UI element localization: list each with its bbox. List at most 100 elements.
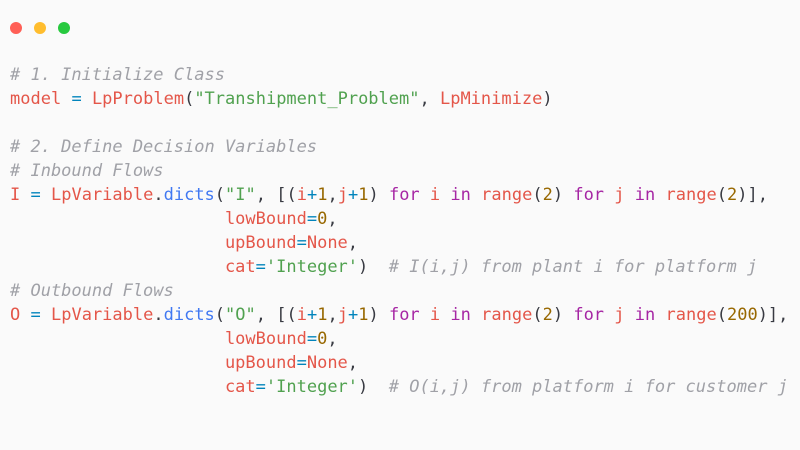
code-punctuation: ( [184, 89, 195, 109]
code-punctuation [10, 353, 225, 373]
code-punctuation: )], [757, 305, 789, 325]
code-line [10, 111, 788, 135]
code-punctuation: , [( [255, 305, 297, 325]
code-punctuation: ) [358, 377, 389, 397]
code-line: # 2. Define Decision Variables [10, 135, 788, 159]
code-number: 200 [726, 305, 758, 325]
code-punctuation [20, 185, 30, 205]
code-identifier: j [337, 185, 348, 205]
code-operator: = [255, 377, 266, 397]
code-punctuation: ) [542, 89, 553, 109]
code-number: 0 [317, 209, 328, 229]
code-punctuation: , [( [255, 185, 297, 205]
code-identifier: O [10, 305, 21, 325]
code-operator: + [347, 305, 359, 325]
code-line: upBound=None, [10, 351, 788, 375]
code-identifier: range [481, 185, 533, 205]
code-line: I = LpVariable.dicts("I", [(i+1,j+1) for… [10, 183, 788, 207]
code-punctuation: ) [552, 185, 574, 205]
code-identifier: LpProblem [91, 89, 185, 109]
code-keyword: in [634, 185, 656, 205]
code-punctuation [61, 89, 71, 109]
code-identifier: j [614, 185, 625, 205]
code-punctuation [41, 305, 51, 325]
code-line: lowBound=0, [10, 207, 788, 231]
code-comment: # 2. Define Decision Variables [10, 137, 318, 157]
code-punctuation: ( [532, 185, 543, 205]
code-keyword: for [388, 185, 420, 205]
code-identifier: None [306, 233, 348, 253]
code-comment: # 1. Initialize Class [10, 65, 225, 85]
code-function: dicts [163, 185, 215, 205]
code-keyword: in [450, 185, 471, 205]
code-number: 2 [542, 185, 553, 205]
code-operator: + [306, 185, 318, 205]
code-function: dicts [163, 305, 215, 325]
code-punctuation: )], [737, 185, 768, 205]
code-identifier: cat [224, 257, 256, 277]
code-operator: = [30, 185, 41, 205]
code-identifier: j [614, 305, 625, 325]
code-punctuation [10, 233, 225, 253]
minimize-button[interactable] [34, 22, 46, 34]
code-punctuation [41, 185, 51, 205]
code-line: # Outbound Flows [10, 279, 788, 303]
code-punctuation: ) [552, 305, 574, 325]
code-punctuation [625, 305, 635, 325]
code-punctuation: ( [214, 185, 226, 205]
code-punctuation: ) [368, 305, 389, 325]
code-number: 0 [317, 329, 328, 349]
code-line: lowBound=0, [10, 327, 788, 351]
code-identifier: range [665, 305, 717, 325]
code-punctuation [655, 305, 665, 325]
code-comment: # I(i,j) from plant i for platform j [388, 257, 758, 277]
code-punctuation [10, 209, 225, 229]
code-punctuation [471, 305, 481, 325]
code-identifier: lowBound [224, 209, 307, 229]
code-punctuation: ) [368, 185, 389, 205]
code-operator: + [347, 185, 359, 205]
code-keyword: for [388, 305, 420, 325]
code-identifier: model [10, 89, 62, 109]
code-string: "O" [225, 305, 256, 325]
code-line: # 1. Initialize Class [10, 63, 788, 87]
code-identifier: I [10, 185, 21, 205]
code-punctuation [625, 185, 635, 205]
code-punctuation: . [153, 185, 164, 205]
code-line: upBound=None, [10, 231, 788, 255]
code-punctuation [82, 89, 92, 109]
code-operator: = [71, 89, 82, 109]
code-comment: # Inbound Flows [10, 161, 164, 181]
code-punctuation [655, 185, 665, 205]
code-punctuation [604, 305, 614, 325]
code-identifier: LpVariable [51, 305, 154, 325]
code-operator: = [30, 305, 41, 325]
code-punctuation: ( [532, 305, 543, 325]
code-punctuation: ( [716, 185, 727, 205]
code-punctuation [420, 185, 430, 205]
close-button[interactable] [10, 22, 22, 34]
maximize-button[interactable] [58, 22, 70, 34]
code-identifier: upBound [224, 233, 297, 253]
code-identifier: lowBound [224, 329, 307, 349]
code-comment: # Outbound Flows [10, 281, 174, 301]
code-punctuation: , [347, 353, 359, 373]
code-identifier: i [429, 305, 441, 325]
code-number: 1 [317, 185, 328, 205]
code-keyword: for [573, 185, 605, 205]
code-line: cat='Integer') # I(i,j) from plant i for… [10, 255, 788, 279]
code-number: 1 [358, 185, 369, 205]
code-keyword: for [573, 305, 605, 325]
code-string: 'Integer' [265, 377, 359, 397]
code-punctuation [10, 257, 225, 277]
code-number: 2 [726, 185, 738, 205]
window-controls [10, 22, 70, 34]
code-comment: # O(i,j) from platform i for customer j [388, 377, 788, 397]
code-identifier: i [296, 305, 307, 325]
code-identifier: i [429, 185, 441, 205]
code-punctuation [440, 305, 450, 325]
code-punctuation: , [327, 305, 338, 325]
code-identifier: range [481, 305, 533, 325]
code-punctuation: ( [716, 305, 727, 325]
